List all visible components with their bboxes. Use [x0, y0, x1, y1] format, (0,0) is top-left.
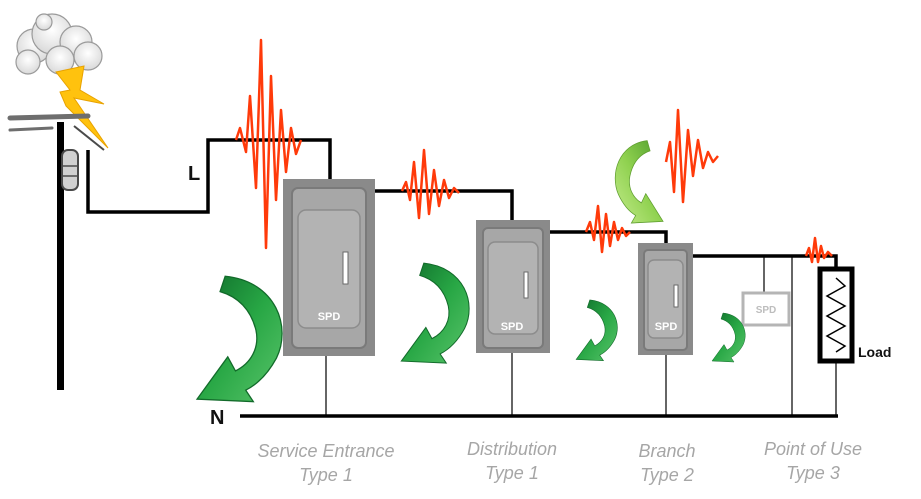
stage-captions: Service Entrance Type 1 Distribution Typ…: [257, 439, 862, 485]
line-conductor-3: [548, 230, 668, 244]
stage-name-branch: Branch: [638, 441, 695, 461]
diversion-arrow-icon: [614, 140, 664, 224]
diversion-arrow-icon: [196, 275, 283, 403]
diversion-arrow-icon: [711, 312, 746, 363]
resistor-icon: [825, 277, 847, 353]
diversion-arrow-icon: [400, 262, 470, 364]
wiring: [86, 138, 838, 418]
branch-panel: SPD: [638, 243, 693, 355]
stage-name-service-entrance: Service Entrance: [257, 441, 394, 461]
drop-wires: [325, 256, 837, 416]
line-conductor: [86, 138, 332, 214]
stage-type-point-of-use: Type 3: [786, 463, 840, 483]
spd-label-2: SPD: [501, 321, 524, 333]
point-of-use-spd: SPD: [741, 291, 791, 327]
distribution-panel: SPD: [476, 220, 550, 353]
spd-label-1: SPD: [318, 311, 341, 323]
line-conductor-2: [372, 189, 514, 222]
stage-name-point-of-use: Point of Use: [764, 439, 862, 459]
surge-wave-icon: [234, 38, 833, 264]
stage-type-branch: Type 2: [640, 465, 694, 485]
lightning-bolt-icon: [55, 65, 109, 149]
spd-label-3: SPD: [655, 321, 678, 333]
cloud-icon: [15, 13, 103, 75]
diversion-arrow-icon: [575, 299, 618, 362]
utility-pole-icon: [7, 113, 105, 390]
load-label: Load: [858, 344, 891, 360]
stage-type-distribution: Type 1: [485, 463, 539, 483]
stage-type-service-entrance: Type 1: [299, 465, 353, 485]
service-entrance-panel: SPD: [283, 179, 375, 356]
stage-name-distribution: Distribution: [467, 439, 557, 459]
spd-label-4: SPD: [756, 305, 777, 316]
neutral-label: N: [210, 407, 224, 429]
line-conductor-4: [690, 254, 838, 268]
line-label: L: [188, 163, 200, 185]
load: Load: [817, 266, 891, 364]
